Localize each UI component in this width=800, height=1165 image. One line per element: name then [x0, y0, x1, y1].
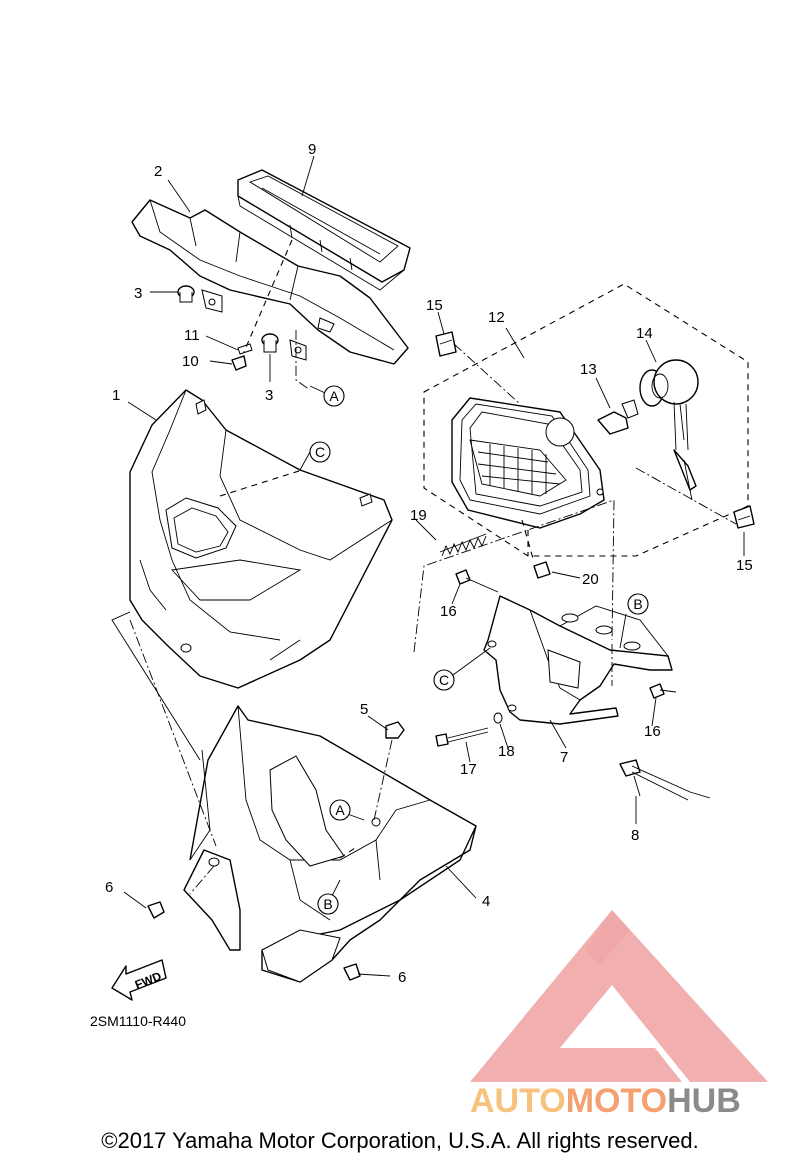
callout-9: 9: [308, 141, 316, 158]
watermark-auto: AUTO: [470, 1082, 566, 1120]
callout-3a: 3: [134, 285, 142, 302]
callout-10: 10: [182, 353, 199, 370]
ref-c-upper: C: [315, 444, 325, 460]
part-socket: [639, 359, 699, 501]
part-headlight-bracket: [483, 595, 673, 725]
part-lower-cowl: [183, 705, 477, 983]
callout-15b: 15: [736, 557, 753, 574]
headlight-assembly-boundary: [423, 283, 749, 557]
callout-labels: 9 2 3 11 10 3 1 5 6 6 4 7 8 15 12 13 14 …: [105, 141, 753, 986]
callout-12: 12: [488, 309, 505, 326]
callout-4: 4: [482, 893, 490, 910]
watermark-triangle: [470, 910, 768, 1082]
reference-markers: A C B C A B: [309, 385, 649, 915]
fwd-arrow: FWD: [111, 959, 167, 1001]
ref-a-upper: A: [329, 388, 339, 404]
callout-3b: 3: [265, 387, 273, 404]
callout-19: 19: [410, 507, 427, 524]
callout-17: 17: [460, 761, 477, 778]
callout-8: 8: [631, 827, 639, 844]
watermark-moto: MOTO: [566, 1082, 667, 1120]
ref-a-lower: A: [335, 802, 345, 818]
callout-13: 13: [580, 361, 597, 378]
callout-16a: 16: [440, 603, 457, 620]
part-meter-bracket: [131, 199, 409, 365]
callout-2: 2: [154, 163, 162, 180]
callout-11: 11: [184, 327, 200, 344]
callout-15a: 15: [426, 297, 443, 314]
part-meter-cover: [237, 169, 411, 291]
leader-lines: [123, 155, 745, 977]
part-headlight: [451, 397, 605, 529]
part-bolts: [435, 569, 677, 747]
ref-c-lower: C: [439, 672, 449, 688]
copyright-notice: ©2017 Yamaha Motor Corporation, U.S.A. A…: [101, 1128, 699, 1153]
callout-20: 20: [582, 571, 599, 588]
part-spring: [439, 533, 487, 557]
callout-18: 18: [498, 743, 515, 760]
part-cable-tie: [619, 759, 711, 801]
doc-code: 2SM1110-R440: [90, 1013, 186, 1029]
callout-6b: 6: [398, 969, 406, 986]
ref-b-lower: B: [323, 896, 332, 912]
callout-6a: 6: [105, 879, 113, 896]
svg-text:AUTOMOTOHUB: AUTOMOTOHUB: [470, 1082, 741, 1120]
callout-14: 14: [636, 325, 653, 342]
callout-5: 5: [360, 701, 368, 718]
part-clips: [435, 331, 755, 529]
callout-16b: 16: [644, 723, 661, 740]
part-bulb: [597, 399, 639, 435]
part-front-cowl: [129, 389, 393, 689]
part-damper: [533, 561, 551, 579]
ref-b-upper: B: [633, 596, 642, 612]
watermark-hub: HUB: [667, 1082, 741, 1120]
part-screws-lower: [147, 721, 405, 981]
watermark-logo: AUTOMOTOHUB: [470, 910, 768, 1120]
callout-1: 1: [112, 387, 120, 404]
callout-7: 7: [560, 749, 568, 766]
